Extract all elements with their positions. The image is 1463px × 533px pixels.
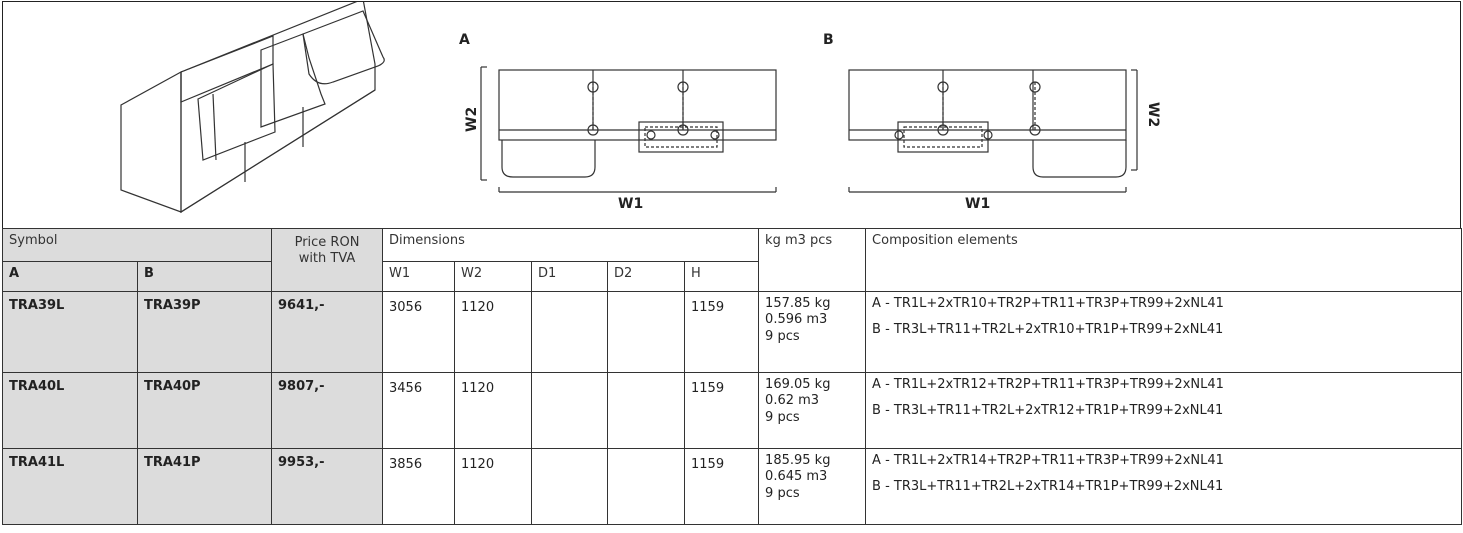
drawing-a-w1-label: W1 <box>618 196 643 212</box>
d1-cell <box>531 372 608 449</box>
symbol-a-cell: TRA41L <box>2 448 138 525</box>
w2-cell: 1120 <box>454 448 532 525</box>
price-header-line1: Price RON <box>294 235 360 250</box>
composition-b: B - TR3L+TR11+TR2L+2xTR10+TR1P+TR99+2xNL… <box>872 321 1224 337</box>
composition-header: Composition elements <box>865 228 1463 292</box>
column-b-header: B <box>137 261 272 292</box>
w2-header: W2 <box>454 261 532 292</box>
column-a-header: A <box>2 261 138 292</box>
specification-table: Symbol Price RON with TVA Dimensions kg … <box>2 228 1463 525</box>
weight-volume-cell: 185.95 kg 0.645 m3 9 pcs <box>758 448 867 525</box>
composition-a: A - TR1L+2xTR14+TR2P+TR11+TR3P+TR99+2xNL… <box>872 453 1224 468</box>
weight-volume-cell: 169.05 kg 0.62 m3 9 pcs <box>758 372 867 449</box>
h-cell: 1159 <box>683 291 760 373</box>
symbol-a-cell: TRA39L <box>2 291 138 373</box>
technical-drawings: A B W1 W1 W2 W2 <box>120 2 1161 214</box>
w1-cell: 3456 <box>382 372 455 449</box>
table-row: TRA40L TRA40P 9807,- 3456 1120 1159 169.… <box>2 372 1463 449</box>
volume-value: 0.62 m3 <box>765 393 820 409</box>
dimensions-header: Dimensions <box>381 228 760 262</box>
drawing-area: A B W1 W1 W2 W2 <box>2 1 1461 229</box>
d2-cell <box>607 291 685 373</box>
symbol-a-cell: TRA40L <box>2 372 138 449</box>
weight-value: 185.95 kg <box>765 453 831 468</box>
drawing-b-w1-label: W1 <box>965 196 990 212</box>
composition-cell: A - TR1L+2xTR14+TR2P+TR11+TR3P+TR99+2xNL… <box>865 448 1463 525</box>
drawing-a-w2-label: W2 <box>464 107 480 132</box>
w1-cell: 3856 <box>382 448 455 525</box>
h-cell: 1159 <box>683 372 760 449</box>
composition-cell: A - TR1L+2xTR10+TR2P+TR11+TR3P+TR99+2xNL… <box>865 291 1463 373</box>
top-view-a <box>480 66 777 193</box>
kg-m3-pcs-header: kg m3 pcs <box>758 228 867 292</box>
desk-isometric-illustration <box>120 2 385 214</box>
d2-cell <box>607 448 685 525</box>
weight-volume-cell: 157.85 kg 0.596 m3 9 pcs <box>758 291 867 373</box>
volume-value: 0.645 m3 <box>765 469 828 485</box>
composition-cell: A - TR1L+2xTR12+TR2P+TR11+TR3P+TR99+2xNL… <box>865 372 1463 449</box>
pieces-value: 9 pcs <box>765 328 800 344</box>
drawing-a-label: A <box>459 32 470 48</box>
table-row: TRA41L TRA41P 9953,- 3856 1120 1159 185.… <box>2 448 1463 525</box>
composition-b: B - TR3L+TR11+TR2L+2xTR14+TR1P+TR99+2xNL… <box>872 478 1224 494</box>
drawing-b-w2-label: W2 <box>1145 102 1161 127</box>
price-cell: 9953,- <box>271 448 383 525</box>
d1-cell <box>531 291 608 373</box>
weight-value: 157.85 kg <box>765 296 831 311</box>
w1-header: W1 <box>382 261 455 292</box>
symbol-b-cell: TRA40P <box>137 372 272 449</box>
header-row-1: Symbol Price RON with TVA Dimensions kg … <box>2 228 1463 292</box>
symbol-b-cell: TRA39P <box>137 291 272 373</box>
symbol-b-cell: TRA41P <box>137 448 272 525</box>
symbol-header: Symbol <box>2 228 272 262</box>
drawing-b-label: B <box>823 32 834 48</box>
table-row: TRA39L TRA39P 9641,- 3056 1120 1159 157.… <box>2 291 1463 373</box>
pieces-value: 9 pcs <box>765 485 800 501</box>
h-header: H <box>683 261 760 292</box>
volume-value: 0.596 m3 <box>765 312 828 328</box>
h-cell: 1159 <box>683 448 760 525</box>
price-header: Price RON with TVA <box>271 228 383 292</box>
composition-a: A - TR1L+2xTR12+TR2P+TR11+TR3P+TR99+2xNL… <box>872 377 1224 392</box>
w2-cell: 1120 <box>454 291 532 373</box>
price-cell: 9641,- <box>271 291 383 373</box>
price-header-line2: with TVA <box>298 251 356 267</box>
price-cell: 9807,- <box>271 372 383 449</box>
d2-cell <box>607 372 685 449</box>
w2-cell: 1120 <box>454 372 532 449</box>
composition-b: B - TR3L+TR11+TR2L+2xTR12+TR1P+TR99+2xNL… <box>872 402 1224 418</box>
top-view-b <box>848 69 1138 193</box>
pieces-value: 9 pcs <box>765 409 800 425</box>
d1-cell <box>531 448 608 525</box>
weight-value: 169.05 kg <box>765 377 831 392</box>
w1-cell: 3056 <box>382 291 455 373</box>
d2-header: D2 <box>607 261 685 292</box>
composition-a: A - TR1L+2xTR10+TR2P+TR11+TR3P+TR99+2xNL… <box>872 296 1224 311</box>
d1-header: D1 <box>531 261 608 292</box>
